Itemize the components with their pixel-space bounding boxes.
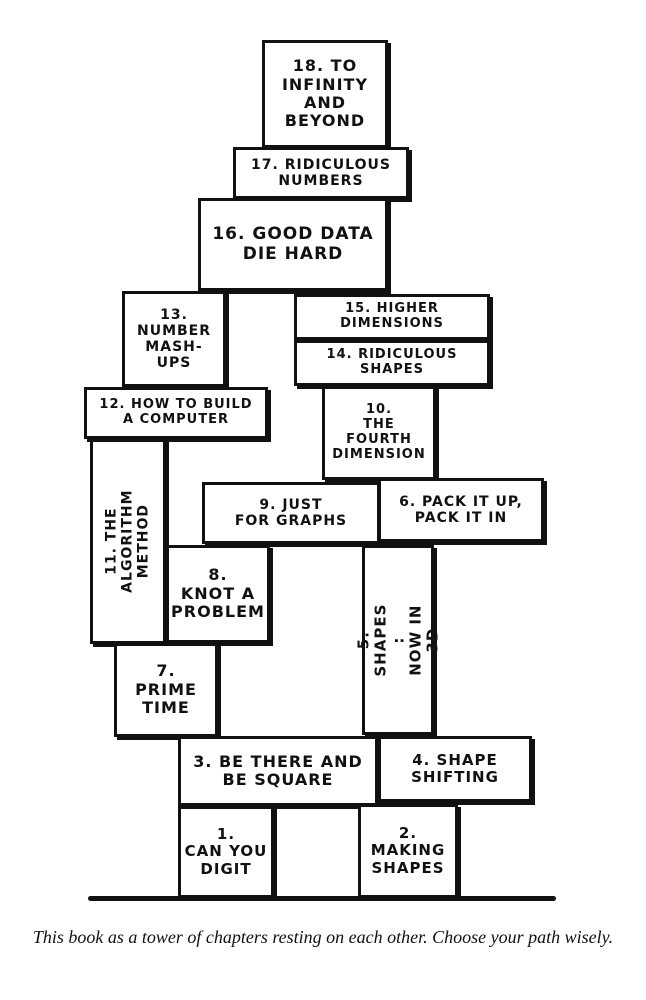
chapter-17-block: 17. Ridiculous Numbers xyxy=(233,147,409,199)
chapter-11-block: 11. The Algorithm Method xyxy=(90,439,166,644)
chapter-1-block: 1. Can you Digit xyxy=(178,806,274,898)
chapter-12-block: 12. How to build a computer xyxy=(84,387,268,439)
chapter-15-label: 15. Higher Dimensions xyxy=(340,301,444,331)
chapter-14-label: 14. Ridiculous Shapes xyxy=(326,347,458,377)
chapter-7-block: 7. Prime Time xyxy=(114,643,218,737)
chapter-16-label: 16. Good data die hard xyxy=(212,223,374,264)
chapter-9-label: 9. Just for graphs xyxy=(234,496,348,529)
chapter-2-block: 2. Making Shapes xyxy=(358,804,458,898)
chapter-12-label: 12. How to build a computer xyxy=(99,397,253,427)
chapter-13-label: 13. Number Mash- ups xyxy=(136,306,212,372)
chapter-3-block: 3. Be there and be square xyxy=(178,736,378,806)
chapter-13-block: 13. Number Mash- ups xyxy=(122,291,226,387)
chapter-8-block: 8. Knot a Problem xyxy=(166,545,270,643)
chapter-5-block: 5. Shapes : Now in 3D xyxy=(354,545,441,735)
chapter-10-label: 10. The Fourth Dimension xyxy=(332,402,426,462)
chapter-2-label: 2. Making Shapes xyxy=(370,824,446,877)
figure-caption: This book as a tower of chapters resting… xyxy=(32,927,614,947)
chapter-16-block: 16. Good data die hard xyxy=(198,198,388,291)
chapter-8-label: 8. Knot a Problem xyxy=(171,565,265,622)
chapter-10-block: 10. The Fourth Dimension xyxy=(322,386,436,480)
chapter-4-block: 4. Shape Shifting xyxy=(378,736,532,802)
chapter-3-label: 3. Be there and be square xyxy=(193,751,363,789)
chapter-6-label: 6. Pack it up, Pack it in xyxy=(399,493,523,526)
chapter-7-label: 7. Prime Time xyxy=(135,661,197,718)
ground-line xyxy=(88,896,556,901)
chapter-18-label: 18. To Infinity and Beyond xyxy=(281,56,369,131)
chapter-9-block: 9. Just for graphs xyxy=(202,482,380,544)
chapter-14-block: 14. Ridiculous Shapes xyxy=(294,340,490,386)
chapter-1-label: 1. Can you Digit xyxy=(184,825,268,878)
chapter-17-label: 17. Ridiculous Numbers xyxy=(251,156,391,189)
chapter-15-block: 15. Higher Dimensions xyxy=(294,294,490,340)
chapter-18-block: 18. To Infinity and Beyond xyxy=(262,40,388,148)
chapter-11-label: 11. The Algorithm Method xyxy=(103,489,153,594)
chapter-5-label: 5. Shapes : Now in 3D xyxy=(353,603,441,677)
chapter-4-label: 4. Shape Shifting xyxy=(411,750,499,786)
chapter-6-block: 6. Pack it up, Pack it in xyxy=(378,478,544,542)
